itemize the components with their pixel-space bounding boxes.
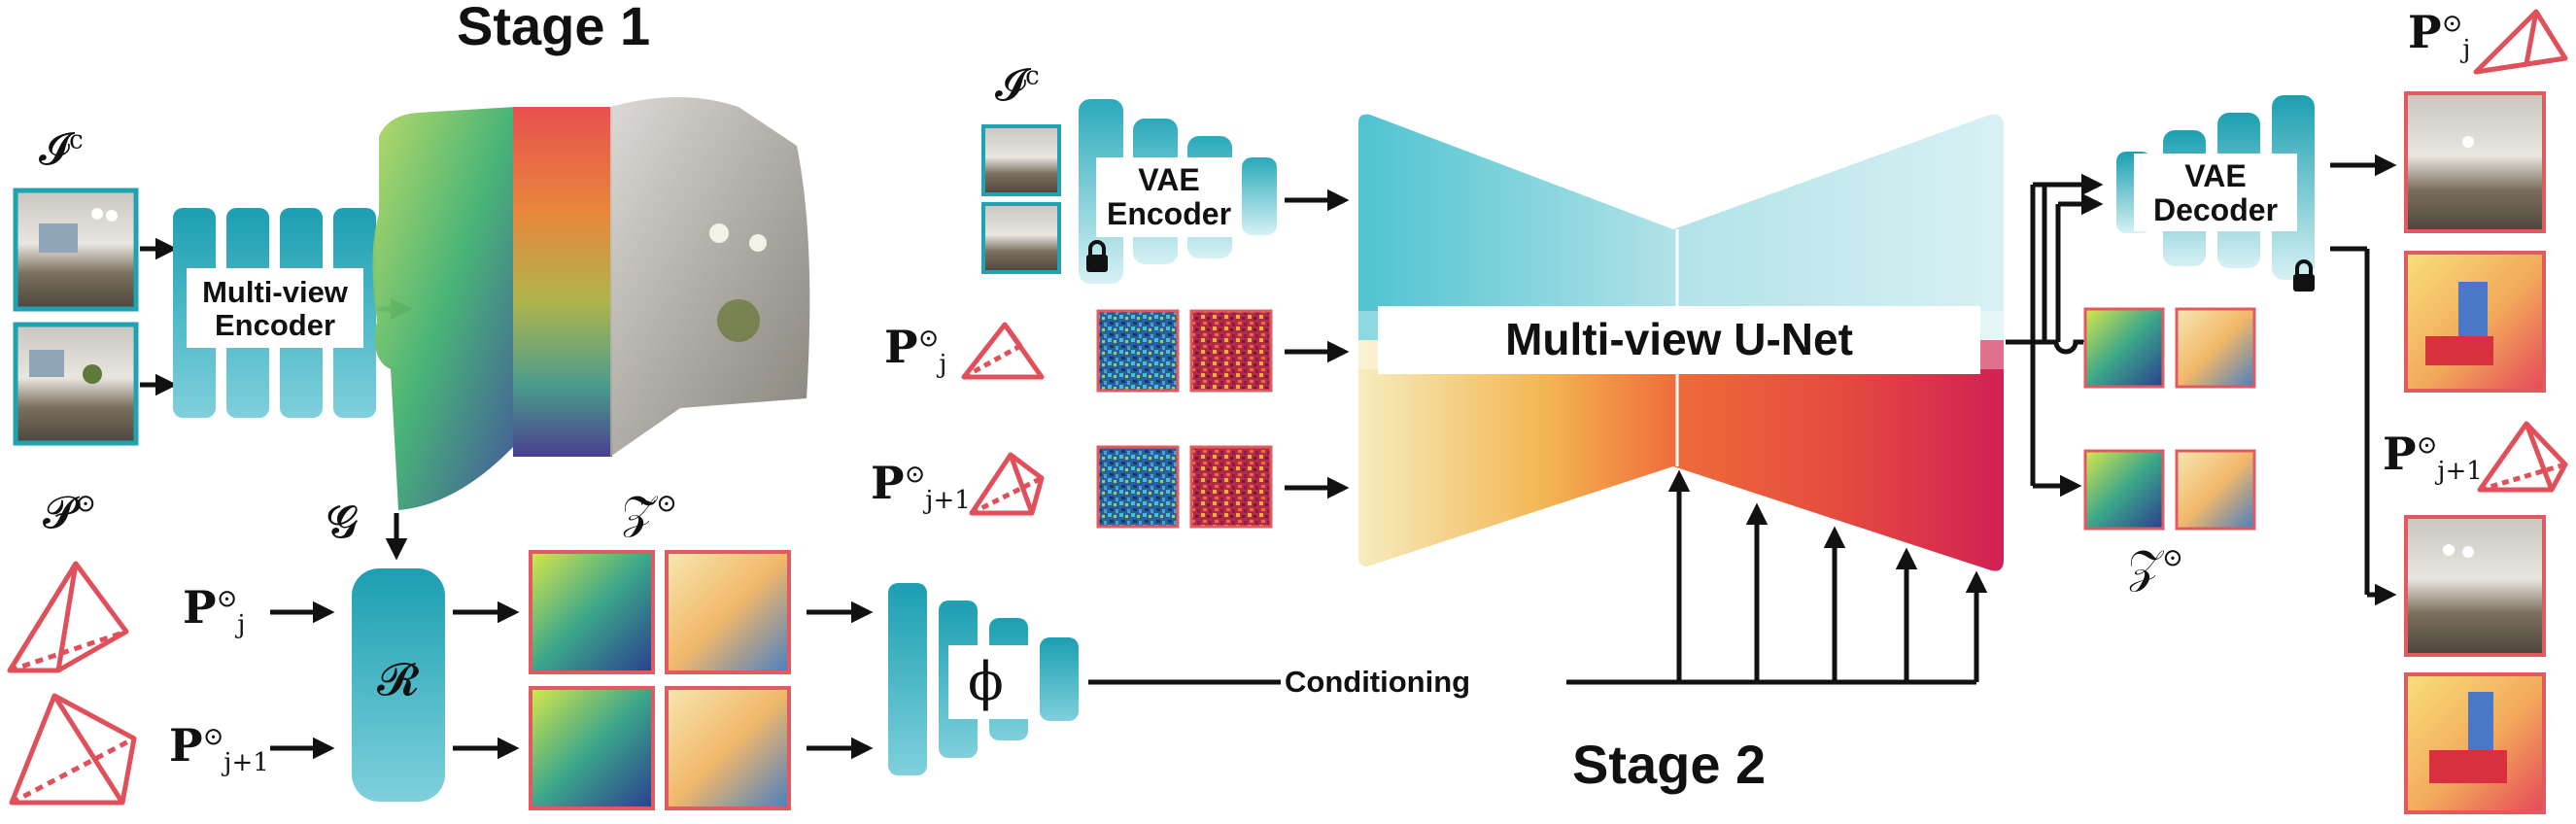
pose-j1-camera-icon-left (9, 693, 137, 806)
stage2-pose-j-label: P⊙j (884, 321, 947, 380)
vae-decoder-label: VAE Decoder (2152, 158, 2279, 228)
vae-encoder (1079, 99, 1277, 284)
stage2-context-image-1 (981, 124, 1061, 196)
output-pose-j-camera-icon (2473, 9, 2568, 75)
predicted-latents-label: 𝒵⊙ (2128, 540, 2183, 593)
multiview-encoder (173, 208, 376, 418)
decoder-lock-icon (2293, 259, 2315, 292)
stage2-title: Stage 2 (1572, 734, 1767, 795)
output-pose-j1-camera-icon (2477, 421, 2568, 493)
gaussians-label: 𝓖 (326, 496, 359, 548)
rendered-latent-tiles (529, 550, 791, 810)
pose-set-camera-icon (7, 561, 129, 673)
output-image-j (2404, 91, 2546, 233)
output-pose-j1-label: P⊙j+1 (2383, 428, 2483, 487)
output-image-j1 (2404, 515, 2546, 657)
multiview-encoder-label: Multi-view Encoder (202, 275, 348, 343)
stage1-title: Stage 1 (457, 0, 651, 56)
output-depth-j1 (2404, 672, 2546, 814)
vae-decoder (2116, 95, 2315, 280)
unet-label: Multi-view U-Net (1505, 314, 1853, 364)
vae-encoder-label: VAE Encoder (1106, 162, 1232, 232)
stage2-pose-j-camera-icon (961, 322, 1045, 380)
predicted-latents (2083, 307, 2256, 531)
stage2-context-label: 𝓘c (995, 58, 1040, 111)
decoder-to-output-j1-connector (2330, 246, 2397, 606)
stage1-context-image-1 (13, 188, 139, 312)
renderer-label: 𝓡 (377, 653, 419, 705)
output-depth-j (2404, 251, 2546, 393)
noise-latents-j1 (1096, 445, 1273, 529)
lock-icon (1086, 240, 1108, 272)
stage1-context-label: 𝓘c (39, 122, 84, 175)
unet-output-connectors (2006, 173, 2104, 498)
output-pose-j-label: P⊙j (2408, 6, 2471, 65)
pose-set-label: 𝓟⊙ (43, 486, 96, 538)
rendered-latents-label: 𝒵̃⊙ (622, 486, 677, 538)
stage2-pose-j1-label: P⊙j+1 (871, 457, 971, 516)
stage1-context-image-2 (13, 322, 139, 446)
stage1-pose-j1-label: P⊙j+1 (169, 719, 269, 778)
phi-conditioning-network (888, 583, 1079, 775)
gaussian-splat-visualization (372, 97, 810, 510)
conditioning-label: Conditioning (1285, 665, 1471, 699)
stage1-pose-j-label: P⊙j (183, 581, 246, 640)
stage2-context-image-2 (981, 202, 1061, 274)
stage2-pose-j1-camera-icon (969, 452, 1045, 516)
phi-label: ϕ (968, 651, 1004, 712)
conditioning-connector (1088, 469, 1988, 685)
noise-latents-j (1096, 309, 1273, 393)
renderer-block (352, 568, 445, 802)
